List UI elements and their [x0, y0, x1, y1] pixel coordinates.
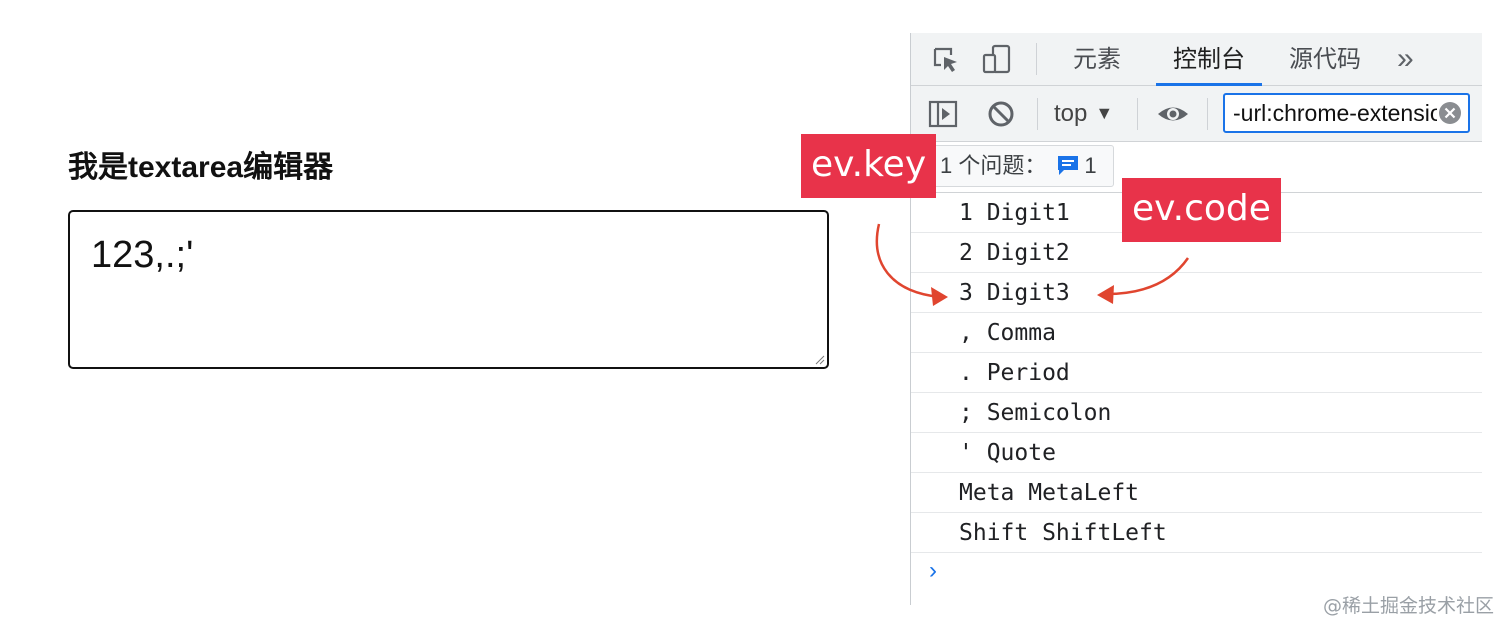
chevron-down-icon: ▼ — [1095, 103, 1114, 123]
devtools-panel: 元素 控制台 源代码 » top ▼ — [910, 33, 1482, 605]
devtools-tabbar: 元素 控制台 源代码 » — [911, 33, 1482, 86]
device-toolbar-icon[interactable] — [981, 43, 1013, 75]
textarea-editor[interactable]: 123,.;' — [68, 210, 829, 369]
show-sidebar-icon[interactable] — [927, 98, 959, 130]
issues-label: 1 个问题： — [940, 153, 1047, 178]
toolbar-divider — [1207, 98, 1208, 130]
more-tabs-icon[interactable]: » — [1397, 42, 1414, 75]
console-message: , Comma — [911, 313, 1482, 353]
console-log: 1 Digit1 2 Digit2 3 Digit3 , Comma . Per… — [911, 193, 1482, 593]
issues-button[interactable]: 1 个问题： 1 — [931, 145, 1114, 187]
toolbar-divider — [1137, 98, 1138, 130]
resize-grip-icon[interactable] — [813, 353, 825, 365]
context-selector[interactable]: top ▼ — [1054, 86, 1113, 142]
console-message: Shift ShiftLeft — [911, 513, 1482, 553]
console-message: 3 Digit3 — [911, 273, 1482, 313]
clear-filter-icon[interactable] — [1438, 101, 1462, 125]
console-message: 2 Digit2 — [911, 233, 1482, 273]
issue-message-icon — [1058, 156, 1079, 176]
tab-console[interactable]: 控制台 — [1156, 33, 1262, 86]
tabbar-divider — [1036, 43, 1037, 75]
page-heading: 我是textarea编辑器 — [68, 151, 334, 184]
watermark: @稀土掘金技术社区 — [1322, 595, 1494, 617]
annotation-ev-key: ev.key — [801, 134, 937, 198]
console-message: . Period — [911, 353, 1482, 393]
context-value: top — [1054, 100, 1088, 127]
textarea-value: 123,.;' — [91, 234, 194, 276]
annotation-ev-code: ev.code — [1122, 178, 1281, 242]
console-message: ' Quote — [911, 433, 1482, 473]
live-expression-icon[interactable] — [1156, 98, 1190, 130]
toolbar-divider — [1037, 98, 1038, 130]
console-message: Meta MetaLeft — [911, 473, 1482, 513]
console-toolbar: top ▼ — [911, 86, 1482, 142]
tab-elements[interactable]: 元素 — [1073, 46, 1121, 73]
tab-sources[interactable]: 源代码 — [1289, 46, 1361, 73]
console-prompt[interactable]: › — [911, 553, 1482, 593]
filter-input[interactable] — [1225, 95, 1437, 131]
inspect-element-icon[interactable] — [929, 43, 961, 75]
console-prompt-icon: › — [929, 557, 937, 584]
clear-console-icon[interactable] — [985, 98, 1017, 130]
console-filter — [1223, 93, 1470, 133]
console-message: ; Semicolon — [911, 393, 1482, 433]
issues-count: 1 — [1084, 153, 1097, 178]
